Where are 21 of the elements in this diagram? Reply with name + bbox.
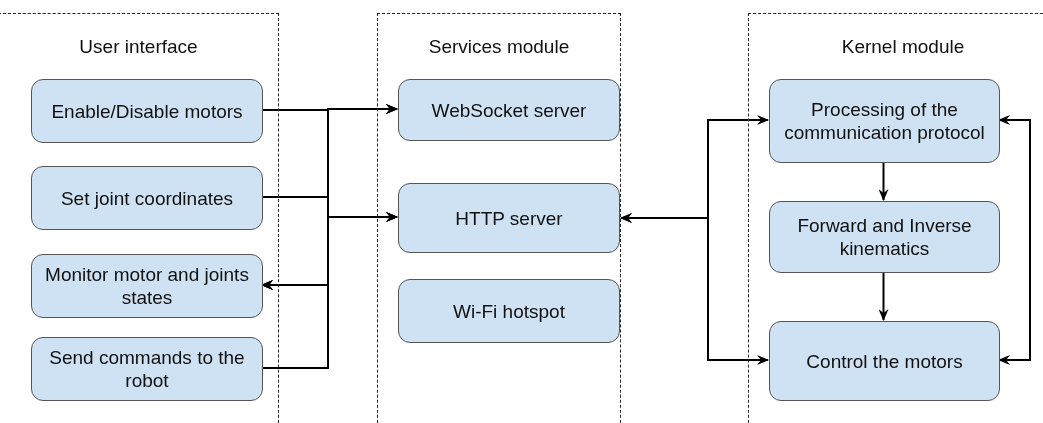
- panel-title: User interface: [78, 36, 199, 58]
- panel-title: Kernel module: [840, 36, 966, 58]
- process-box: Processing of the communication protocol: [769, 79, 1000, 163]
- process-box: Send commands to the robot: [31, 337, 263, 401]
- process-box: HTTP server: [398, 183, 620, 253]
- process-box: Forward and Inverse kinematics: [769, 201, 1000, 273]
- module-panel: [748, 13, 1043, 423]
- arrow: [878, 271, 889, 321]
- process-box: Monitor motor and joints states: [31, 254, 263, 318]
- process-box: Control the motors: [769, 321, 1000, 401]
- process-box: Wi-Fi hotspot: [398, 279, 620, 343]
- module-panel: [0, 13, 279, 423]
- module-panel: [377, 13, 621, 423]
- double-arrow: [620, 213, 769, 365]
- double-arrow: [998, 115, 1031, 365]
- arrow: [878, 161, 889, 201]
- process-box: Set joint coordinates: [31, 166, 263, 230]
- process-box: WebSocket server: [398, 79, 620, 141]
- panel-title: Services module: [427, 36, 571, 58]
- arrow: [261, 280, 329, 369]
- process-box: Enable/Disable motors: [31, 79, 263, 143]
